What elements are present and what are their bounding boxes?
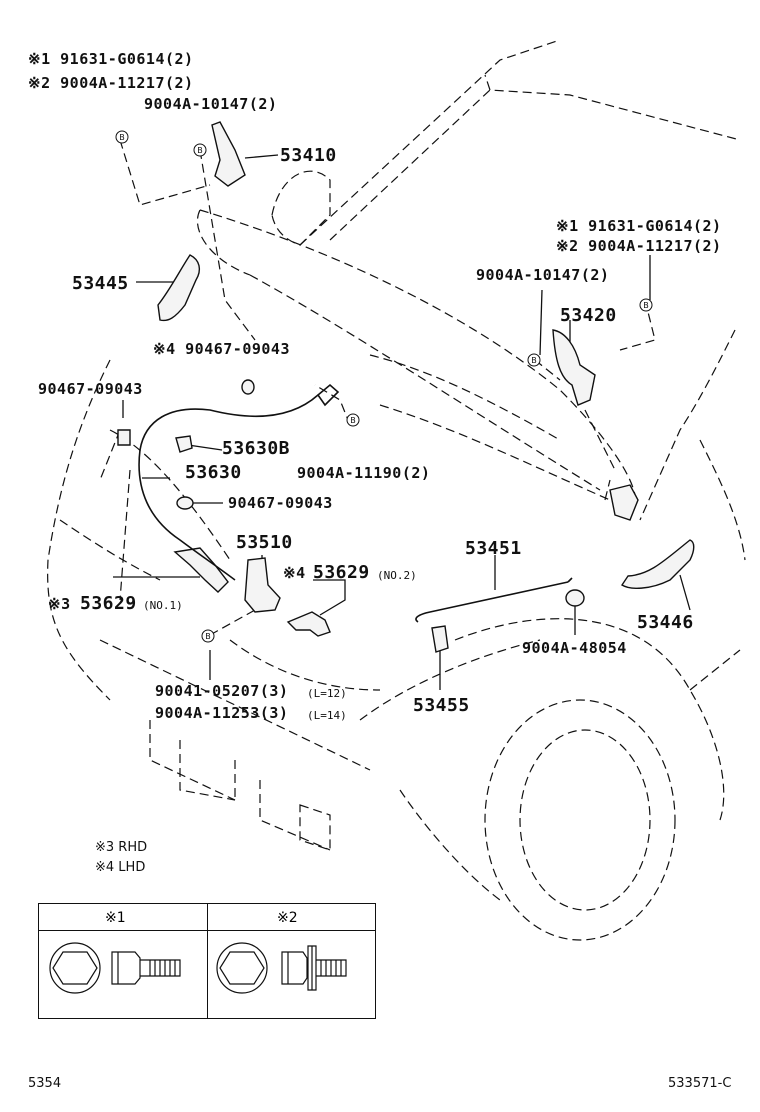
note-rhd: ※3 RHD: [95, 840, 148, 855]
fastener-legend: ※1 ※2: [38, 903, 376, 1019]
seal-left-icon: [157, 254, 201, 322]
label-53630B[interactable]: 53630B: [222, 438, 291, 459]
svg-text:B: B: [643, 301, 649, 310]
label-90467-09043-mid[interactable]: 90467-09043: [228, 494, 333, 512]
label-9004A-11253-length: (L=14): [307, 709, 347, 722]
label-53445[interactable]: 53445: [72, 273, 129, 294]
flange-bolt-head-icon: [49, 942, 101, 994]
label-lhd-marker: ※4: [283, 564, 306, 582]
latch-right-icon: [609, 484, 639, 521]
seal-right-icon: [621, 539, 695, 589]
label-9004A-11253[interactable]: 9004A-11253(3): [155, 704, 289, 722]
label-90041-05207[interactable]: 90041-05207(3): [155, 682, 289, 700]
washer-bolt-side-icon: [281, 945, 347, 991]
label-53451[interactable]: 53451: [465, 538, 522, 559]
legend-header-rule: [39, 930, 375, 931]
part-shapes: [117, 121, 695, 653]
grommet-icon: [176, 496, 194, 510]
note-lhd: ※4 LHD: [95, 860, 146, 875]
legend-col1-title: ※1: [105, 910, 126, 926]
label-53420[interactable]: 53420: [560, 305, 617, 326]
label-90467-09043-left[interactable]: 90467-09043: [38, 380, 143, 398]
label-left-9004A-11217[interactable]: ※2 9004A-11217(2): [28, 74, 194, 92]
leader-lines: [113, 154, 691, 690]
clip-left-icon: [117, 429, 131, 446]
release-lever-rhd-icon: [173, 547, 229, 593]
label-rhd-marker: ※3: [48, 595, 71, 613]
washer-bolt-head-icon: [216, 942, 268, 994]
label-right-91631-G0614[interactable]: ※1 91631-G0614(2): [556, 217, 722, 235]
cable-and-rod: [138, 383, 573, 623]
car-outline: [47, 39, 746, 941]
svg-text:B: B: [197, 146, 203, 155]
support-rod: [415, 581, 569, 623]
label-53629-no1-suffix: (NO.1): [143, 599, 183, 612]
label-53629-no2[interactable]: 53629: [313, 562, 370, 583]
svg-text:B: B: [205, 632, 211, 641]
release-lever-lhd-icon: [286, 611, 331, 637]
cushion-icon: [565, 589, 585, 607]
bolt-marker-letters: B B B B B B: [119, 133, 649, 641]
label-right-9004A-11217[interactable]: ※2 9004A-11217(2): [556, 237, 722, 255]
label-m4-90467-09043[interactable]: ※4 90467-09043: [153, 340, 290, 358]
grommet-upper-icon: [241, 379, 255, 395]
flange-bolt-side-icon: [111, 951, 181, 985]
hinge-left-icon: [211, 121, 246, 187]
label-9004A-11190[interactable]: 9004A-11190(2): [297, 464, 431, 482]
label-53446[interactable]: 53446: [637, 612, 694, 633]
label-53455[interactable]: 53455: [413, 695, 470, 716]
footer-left-code: 5354: [28, 1076, 62, 1091]
label-left-91631-G0614[interactable]: ※1 91631-G0614(2): [28, 50, 194, 68]
legend-art: [49, 942, 347, 994]
footer-right-code: 533571-C: [668, 1076, 732, 1091]
svg-text:B: B: [350, 416, 356, 425]
label-90041-05207-length: (L=12): [307, 687, 347, 700]
legend-divider: [207, 904, 208, 1018]
release-cable: [138, 394, 319, 581]
bolt-markers: [115, 130, 653, 643]
hood-lock-icon: [244, 557, 281, 613]
label-53629-no1[interactable]: 53629: [80, 593, 137, 614]
hinge-right-icon: [552, 329, 596, 406]
support-holder-icon: [431, 625, 449, 653]
label-53410[interactable]: 53410: [280, 145, 337, 166]
label-53629-no2-suffix: (NO.2): [377, 569, 417, 582]
label-9004A-48054[interactable]: 9004A-48054: [522, 639, 627, 657]
svg-text:B: B: [531, 356, 537, 365]
label-53630[interactable]: 53630: [185, 462, 242, 483]
label-53510[interactable]: 53510: [236, 532, 293, 553]
label-right-9004A-10147[interactable]: 9004A-10147(2): [476, 266, 610, 284]
cable-clip-icon: [175, 435, 193, 453]
legend-col2-title: ※2: [277, 910, 298, 926]
svg-text:B: B: [119, 133, 125, 142]
label-left-9004A-10147[interactable]: 9004A-10147(2): [144, 95, 278, 113]
